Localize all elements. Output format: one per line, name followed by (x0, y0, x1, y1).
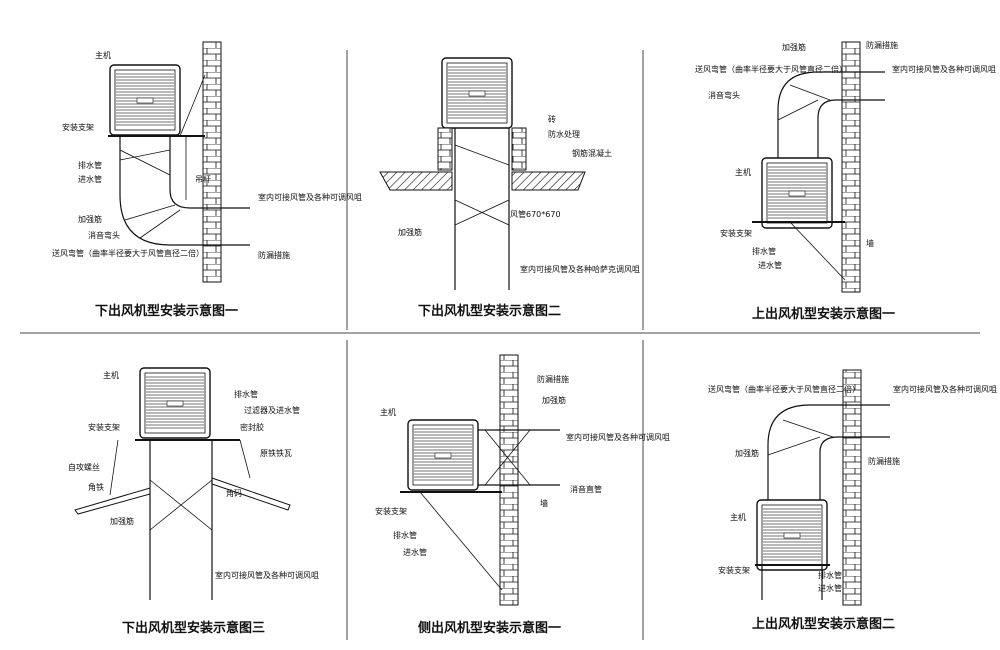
label-duct-bend: 送风弯管（曲率半径要大于风管直径二倍） (708, 384, 860, 394)
label-inlet: 进水管 (758, 260, 782, 270)
label-host: 主机 (735, 167, 751, 177)
label-drain: 排水管 (234, 389, 258, 399)
label-corner: 角码 (226, 488, 242, 498)
label-stiffener: 加强筋 (398, 227, 422, 237)
cooler-unit (109, 64, 181, 136)
label-host: 主机 (730, 512, 746, 522)
label-indoor-duct: 室内可接风管及各种可调风咀 (893, 384, 997, 394)
label-indoor-duct: 室内可接风管及各种可调风咀 (258, 192, 362, 202)
label-bracket: 安装支架 (375, 506, 407, 516)
label-duct-size: 风管670*670 (510, 209, 561, 219)
panel-3: 加强筋 防漏措施 送风弯管（曲率半径要大于风管直径二倍） 室内可接风管及各种可调… (695, 40, 996, 322)
caption-4: 下出风机型安装示意图三 (122, 620, 265, 636)
label-protect: 防漏措施 (258, 250, 290, 260)
panel-1: 主机 安装支架 排水管 进水管 吊杆 加强筋 消音弯头 送风弯管（曲率半径要大于… (52, 41, 362, 319)
label-protect: 防漏措施 (537, 374, 569, 384)
label-drain: 排水管 (393, 530, 417, 540)
panel-5: 防漏措施 加强筋 主机 室内可接风管及各种可调风咀 消音直管 安装支架 墙 排水… (375, 354, 670, 636)
label-stiffener: 加强筋 (110, 516, 134, 526)
label-stiffener: 加强筋 (542, 395, 566, 405)
label-elbow: 消音弯头 (708, 90, 740, 100)
brick-wall (842, 369, 862, 606)
label-indoor-duct: 室内可接风管及各种可调风咀 (566, 432, 670, 442)
label-waterproof: 防水处理 (548, 129, 580, 139)
cooler-unit (139, 367, 211, 439)
outer-bend-duct (777, 71, 885, 160)
panel-2: 砖 防水处理 钢筋混凝土 风管670*670 加强筋 室内可接风管及各种哈萨克调… (379, 57, 640, 319)
caption-1: 下出风机型安装示意图一 (95, 303, 238, 319)
caption-2: 下出风机型安装示意图二 (418, 303, 561, 319)
label-screw: 自攻螺丝 (68, 462, 100, 472)
panel-dividers (20, 50, 980, 640)
label-inlet: 进水管 (818, 583, 842, 593)
outer-elbow-duct (119, 136, 250, 246)
panel-6: 送风弯管（曲率半径要大于风管直径二倍） 室内可接风管及各种可调风咀 加强筋 防漏… (708, 369, 997, 632)
roof-tile-right (211, 477, 291, 511)
caption-3: 上出风机型安装示意图一 (752, 306, 895, 322)
label-tile: 原铁铁瓦 (260, 448, 292, 458)
label-wall: 墙 (540, 498, 548, 508)
label-protect: 防漏措施 (868, 456, 900, 466)
brick-wall (499, 354, 519, 606)
label-bracket: 安装支架 (718, 565, 750, 575)
brick-wall (841, 41, 861, 293)
label-drain: 排水管 (818, 570, 842, 580)
caption-5: 侧出风机型安装示意图一 (418, 620, 561, 636)
label-wall: 墙 (866, 238, 874, 248)
label-host: 主机 (103, 370, 119, 380)
label-inlet: 进水管 (403, 547, 427, 557)
inner-bend-duct (817, 99, 885, 160)
label-sealant: 密封胶 (240, 422, 264, 432)
concrete-slab-left (379, 171, 453, 191)
label-stiffener: 加强筋 (78, 214, 102, 224)
label-drain: 排水管 (752, 246, 776, 256)
label-stiffener: 加强筋 (735, 448, 759, 458)
label-indoor-duct: 室内可接风管及各种哈萨克调风咀 (520, 264, 640, 274)
label-bracket: 安装支架 (88, 422, 120, 432)
label-indoor-duct: 室内可接风管及各种可调风咀 (215, 570, 319, 580)
label-inlet: 进水管 (78, 174, 102, 184)
inner-bend-duct (819, 436, 890, 500)
cooler-unit (407, 419, 479, 491)
label-duct-bend: 送风弯管（曲率半径要大于风管直径二倍） (52, 248, 204, 258)
label-straight: 消音直管 (570, 484, 602, 494)
outer-bend-duct (767, 404, 890, 500)
label-bracket: 安装支架 (62, 122, 94, 132)
label-brick: 砖 (548, 114, 556, 124)
label-concrete: 钢筋混凝土 (572, 148, 612, 158)
brick-curb-right (511, 127, 527, 171)
inner-elbow-duct (169, 136, 250, 209)
label-elbow: 消音弯头 (88, 230, 120, 240)
label-host: 主机 (380, 407, 396, 417)
panel-4: 主机 排水管 过滤器及进水管 安装支架 密封胶 原铁铁瓦 自攻螺丝 角铁 角码 … (68, 367, 319, 636)
label-bracket: 安装支架 (720, 228, 752, 238)
concrete-slab-right (511, 171, 586, 191)
label-rod: 吊杆 (195, 174, 211, 184)
label-angle: 角铁 (88, 482, 104, 492)
cooler-unit (756, 499, 828, 571)
label-drain: 排水管 (78, 160, 102, 170)
roof-tile-left (74, 487, 151, 515)
caption-6: 上出风机型安装示意图二 (752, 616, 895, 632)
label-host: 主机 (95, 50, 111, 60)
label-indoor-duct: 室内可接风管及各种可调风咀 (892, 64, 996, 74)
label-protect: 防漏措施 (866, 40, 898, 50)
label-filter: 过滤器及进水管 (244, 405, 300, 415)
label-stiffener: 加强筋 (782, 42, 806, 52)
brick-wall (202, 41, 222, 283)
brick-curb-left (437, 127, 453, 171)
label-duct-bend: 送风弯管（曲率半径要大于风管直径二倍） (695, 64, 847, 74)
cooler-unit (441, 57, 513, 129)
cooler-unit (761, 157, 833, 229)
